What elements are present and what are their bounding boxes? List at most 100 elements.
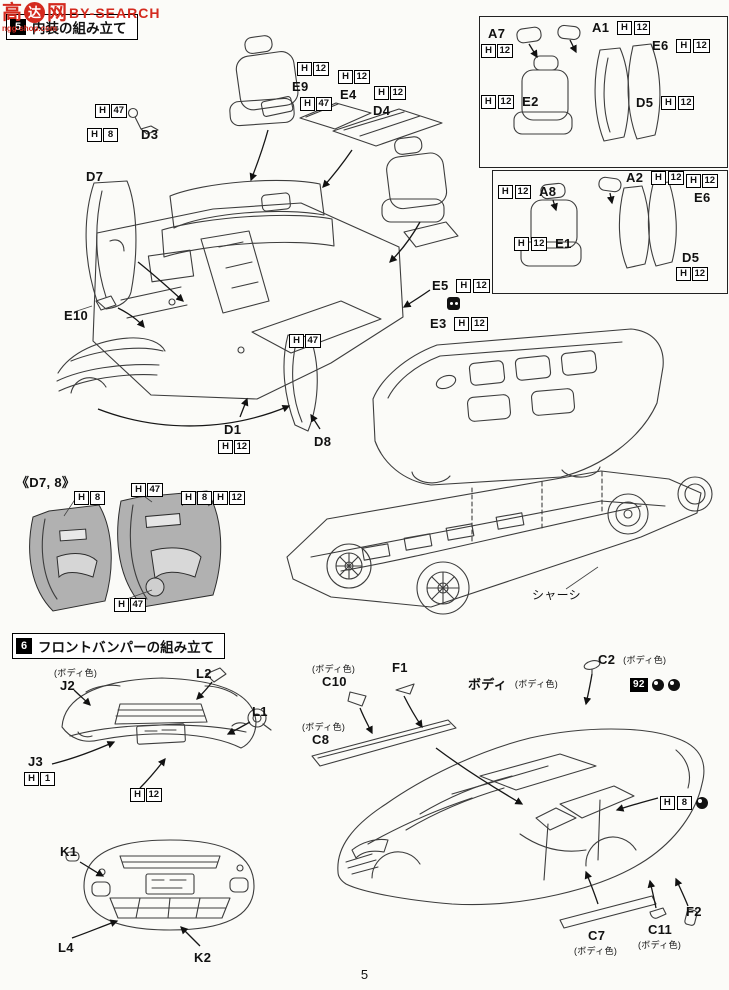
part-label-l1: L1 [252, 704, 268, 719]
step5-header: 5 内装の組み立て [6, 14, 138, 40]
assembly-arrows-6 [51, 673, 689, 947]
chip-number: 12 [146, 788, 162, 802]
part-label-j3: J3 [28, 754, 44, 769]
bodycolor-note: (ボディ色) [54, 668, 98, 678]
chip-letter: H [374, 86, 389, 100]
chassis-label: シャーシ [532, 588, 581, 602]
step5-number: 5 [10, 19, 26, 35]
step6-header: 6 フロントバンパーの組み立て [12, 633, 226, 659]
chip-letter: H [130, 788, 145, 802]
assembly-guides [471, 471, 603, 543]
part-label-c10: C10 [322, 674, 347, 689]
part-label-c2: C2 (ボディ色) [598, 652, 667, 667]
sensor-k1 [65, 851, 80, 862]
chip-letter: H [213, 491, 228, 505]
door-trim-panels-d78 [29, 490, 222, 612]
shift-knob-d3 [127, 107, 159, 135]
side-sill-c8 [311, 719, 457, 767]
front-seat-right [381, 136, 448, 223]
body-label: ボディ (ボディ色) [468, 677, 559, 692]
part-label-d7: D7 [86, 169, 104, 184]
chip-number: 12 [531, 236, 548, 251]
front-bumper-upper [61, 677, 257, 749]
chip-number: 12 [692, 267, 708, 281]
chip-letter: H [338, 70, 353, 84]
chip-number: 47 [111, 104, 127, 118]
tray-e9 [260, 96, 294, 117]
watermark-char1: 高 [2, 1, 22, 24]
chip-number: 12 [234, 440, 250, 454]
chip-number: 12 [668, 170, 685, 185]
chip-number: 12 [678, 95, 695, 110]
chip-letter: H [651, 170, 667, 185]
chip-number: 1 [40, 772, 55, 786]
part-label-d3: D3 [141, 127, 159, 142]
part-label-l4: L4 [58, 940, 74, 955]
part-label-d4: D4 [373, 103, 391, 118]
chip-letter: H [74, 491, 89, 505]
chip-letter: H [131, 483, 146, 497]
rocker-panel-d8 [283, 334, 318, 432]
chip-letter: H [87, 128, 102, 142]
chip-number: 12 [497, 44, 513, 58]
inset-box-rear-seat [492, 170, 728, 294]
chip-letter: H [660, 796, 675, 810]
step6-number: 6 [16, 638, 32, 654]
inset2-seats [520, 176, 677, 269]
watermark-logo-icon: 达 [24, 2, 45, 23]
step5-illustration [29, 24, 713, 615]
part-label-l2: L2 [196, 666, 212, 681]
chip-letter: H [297, 62, 312, 76]
chip-number: 12 [498, 94, 515, 109]
front-seat-left [229, 35, 299, 127]
subsection-label-d78: 《D7, 8》 [16, 475, 76, 490]
front-clip-sketch [56, 337, 166, 394]
step5-title: 内装の組み立て [32, 21, 127, 36]
panel-d4 [332, 108, 443, 147]
chip-number: 8 [197, 491, 212, 505]
chip-number: 47 [305, 334, 321, 348]
assembly-arrows [97, 39, 615, 430]
chip-letter: H [676, 267, 691, 281]
chip-number: 12 [702, 174, 718, 188]
part-label-d8: D8 [314, 434, 332, 449]
front-bumper-lower [83, 839, 255, 931]
chip-letter: H [514, 236, 529, 251]
chip-letter: H [481, 94, 496, 109]
chip-letter: H [676, 38, 692, 53]
chip-number: 12 [229, 491, 245, 505]
paint-color-icon [651, 679, 664, 691]
bodycolor-note: (ボディ色) [312, 664, 356, 674]
chip-letter: H [114, 598, 129, 612]
chassis-plate [286, 470, 702, 608]
inset-box-front-seat [479, 16, 728, 168]
part-label-j2: J2 [60, 678, 76, 693]
chip-letter: H [481, 44, 496, 58]
chip-letter: H [289, 334, 304, 348]
part-label-e4: E4 [340, 87, 357, 102]
part-label-c8: C8 [312, 732, 330, 747]
sill-strip-c7 [559, 895, 657, 929]
chip-number: 47 [130, 598, 146, 612]
step6-illustration [51, 660, 705, 947]
chip-letter: H [456, 278, 472, 293]
antenna-f1 [395, 683, 415, 695]
part-label-a7: A7 [488, 26, 506, 41]
